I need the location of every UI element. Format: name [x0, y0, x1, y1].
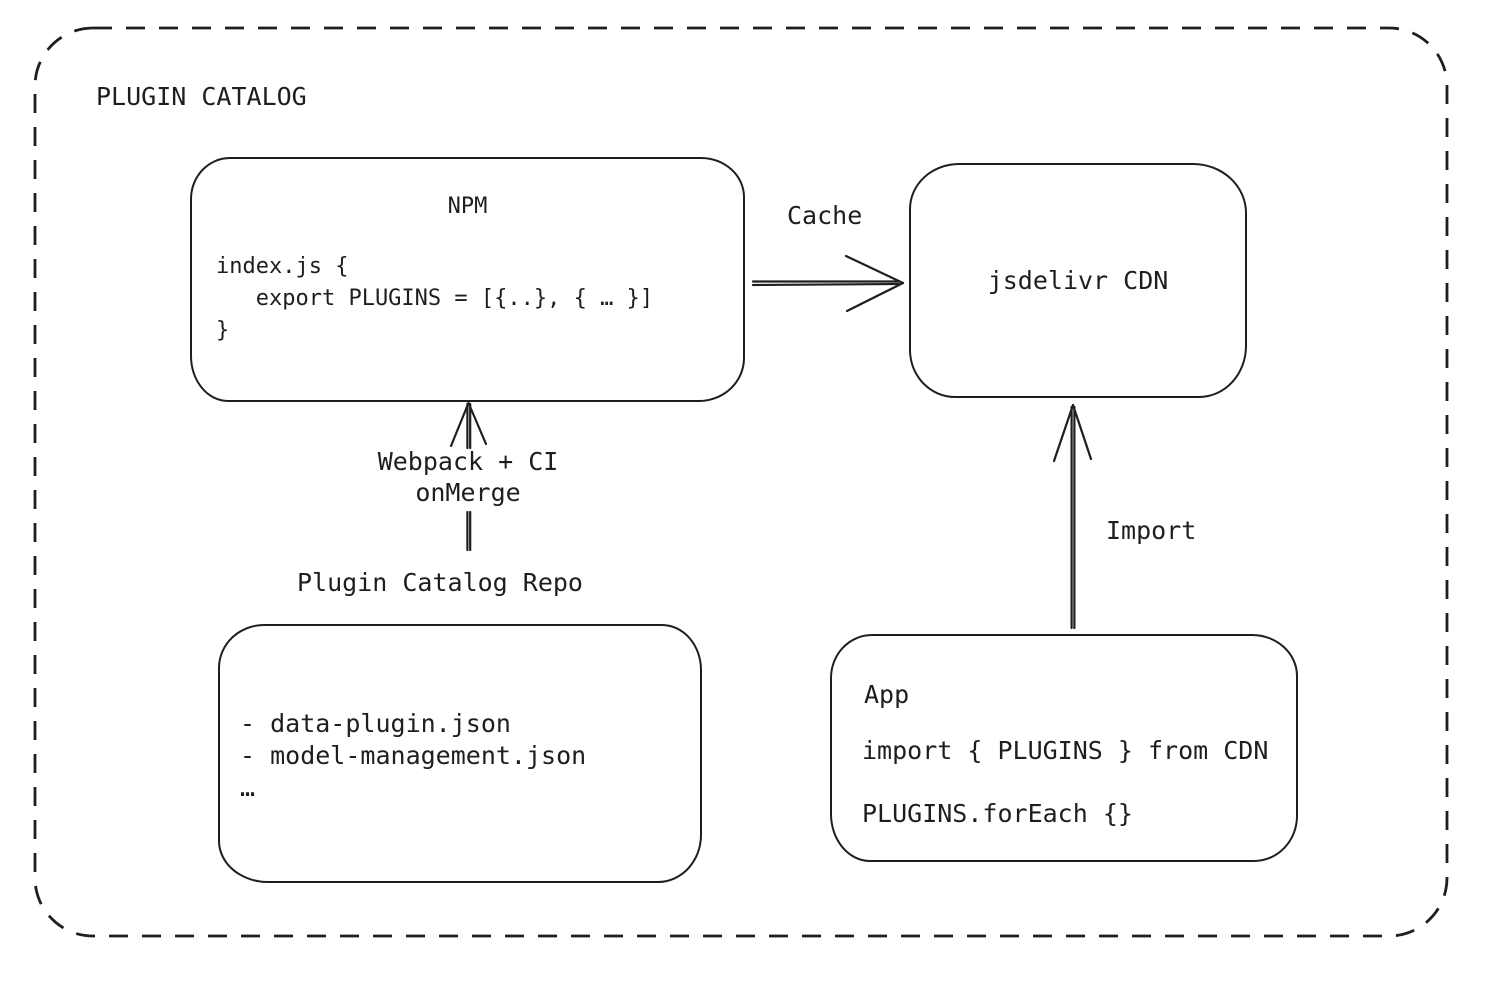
repo-file-item: - model-management.json: [240, 741, 587, 770]
app-node: App import { PLUGINS } from CDN PLUGINS.…: [830, 634, 1298, 862]
code-line: import { PLUGINS } from CDN: [862, 736, 1269, 765]
diagram-title: PLUGIN CATALOG: [96, 82, 307, 111]
repo-node-title: Plugin Catalog Repo: [297, 568, 583, 597]
cdn-node-label: jsdelivr CDN: [987, 266, 1169, 295]
code-line: export PLUGINS = [{..}, { … }]: [216, 286, 654, 311]
repo-node: - data-plugin.json - model-management.js…: [218, 624, 702, 883]
repo-file-item: …: [240, 773, 256, 802]
build-arrow-label-line2: onMerge: [415, 478, 521, 507]
plugin-catalog-frame: [33, 26, 1449, 938]
code-line: PLUGINS.forEach {}: [862, 799, 1133, 828]
repo-file-list: - data-plugin.json - model-management.js…: [240, 708, 586, 804]
app-node-title: App: [864, 680, 910, 709]
npm-code-block: index.js { export PLUGINS = [{..}, { … }…: [216, 251, 653, 347]
cdn-node: jsdelivr CDN: [909, 163, 1247, 398]
cache-arrow-label: Cache: [787, 201, 863, 230]
code-line: index.js {: [216, 254, 349, 279]
import-arrow-label: Import: [1106, 516, 1197, 545]
build-arrow: [449, 401, 488, 552]
npm-node-title: NPM: [447, 194, 488, 219]
import-arrow: [1052, 403, 1093, 630]
code-line: }: [216, 318, 230, 343]
cache-arrow: [751, 254, 905, 313]
build-arrow-label-line1: Webpack + CI: [377, 447, 559, 476]
npm-node: NPM index.js { export PLUGINS = [{..}, {…: [190, 157, 745, 402]
repo-file-item: - data-plugin.json: [240, 709, 511, 738]
